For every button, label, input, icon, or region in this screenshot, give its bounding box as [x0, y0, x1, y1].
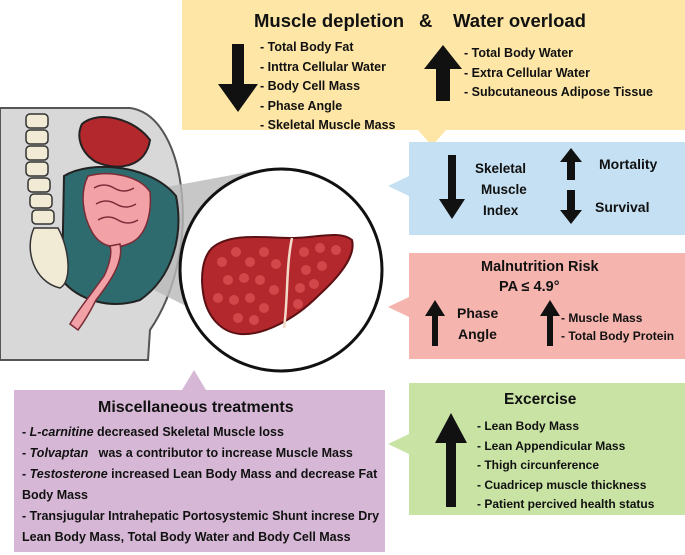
list-item: - Subcutaneous Adipose Tissue: [464, 85, 653, 99]
smi-panel: Skeletal Muscle Index Mortality Survival: [409, 142, 685, 235]
smi-label-line2: Muscle: [481, 182, 527, 197]
drug-name: L-carnitine: [29, 425, 94, 439]
angle-label: Angle: [458, 326, 497, 342]
misc-treatments-panel: Miscellaneous treatments - L-carnitine d…: [14, 390, 385, 552]
list-item: - Cuadricep muscle thickness: [477, 477, 647, 492]
increase-list: - Total Body Water - Extra Cellular Wate…: [464, 44, 653, 103]
list-item: - Skeletal Muscle Mass: [260, 118, 396, 132]
list-item: - Patient percived health status: [477, 497, 655, 511]
decrease-list: - Total Body Fat - Inttra Cellular Water…: [260, 38, 395, 136]
pa-threshold: PA ≤ 4.9°: [499, 279, 560, 295]
liver-organ: [78, 116, 152, 168]
up-arrow-icon: [424, 45, 462, 101]
list-item: - Body Cell Mass: [260, 79, 361, 93]
list-item: - Muscle Mass: [561, 311, 643, 325]
depletion-title: Muscle depletion: [254, 10, 405, 31]
list-item: - Total Body Water: [464, 46, 574, 60]
misc-title: Miscellaneous treatments: [98, 399, 294, 416]
up-arrow-icon: [540, 300, 560, 346]
smi-label-line1: Skeletal: [475, 161, 527, 176]
up-arrow-icon: [425, 300, 445, 346]
green-box-pointer: [388, 434, 409, 454]
up-arrow-icon: [435, 413, 467, 507]
malnutrition-title: Malnutrition Risk: [481, 259, 599, 275]
malnutrition-panel: Malnutrition Risk PA ≤ 4.9° Phase Angle …: [409, 253, 685, 359]
list-item: - Total Body Fat: [260, 40, 354, 54]
misc-list: - L-carnitine decreased Skeletal Muscle …: [22, 422, 382, 548]
malnutrition-list: - Muscle Mass - Total Body Protein: [561, 309, 674, 345]
exercise-title: Excercise: [504, 391, 577, 408]
list-item: - Tolvaptan was a contributor to increas…: [22, 446, 353, 460]
liver-icon: [201, 234, 354, 336]
list-item: - Testosterone increased Lean Body Mass …: [22, 467, 378, 502]
survival-label: Survival: [595, 199, 650, 215]
ampersand: &: [419, 10, 433, 31]
down-arrow-icon: [439, 155, 465, 219]
intestines-icon: [69, 173, 152, 332]
mortality-label: Mortality: [599, 156, 658, 172]
pink-box-pointer: [388, 297, 409, 317]
list-item: - Thigh circunference: [477, 458, 600, 472]
phase-label: Phase: [457, 305, 499, 321]
depletion-overload-panel: Muscle depletion & Water overload - Tota…: [182, 0, 685, 132]
blue-box-pointer: [388, 176, 409, 196]
list-item: - Inttra Cellular Water: [260, 59, 386, 74]
list-item: - L-carnitine decreased Skeletal Muscle …: [22, 425, 284, 439]
drug-name: Tolvaptan: [29, 446, 89, 460]
list-item: - Lean Appendicular Mass: [477, 438, 626, 453]
up-arrow-icon: [560, 148, 582, 180]
down-arrow-icon: [560, 190, 582, 224]
list-item: - Phase Angle: [260, 98, 343, 113]
list-item: - Lean Body Mass: [477, 419, 580, 433]
list-item: - Transjugular Intrahepatic Portosystemi…: [22, 509, 380, 544]
exercise-panel: Excercise - Lean Body Mass - Lean Append…: [409, 383, 685, 515]
spine-icon: [25, 113, 69, 289]
down-arrow-icon: [218, 44, 258, 112]
purple-box-pointer: [182, 370, 206, 390]
smi-label-line3: Index: [483, 203, 519, 218]
list-item: - Total Body Protein: [561, 329, 675, 343]
drug-name: Testosterone: [29, 467, 108, 481]
top-box-pointer: [418, 130, 446, 146]
exercise-list: - Lean Body Mass - Lean Appendicular Mas…: [477, 417, 654, 515]
overload-title: Water overload: [453, 10, 586, 31]
list-item: - Extra Cellular Water: [464, 65, 590, 80]
